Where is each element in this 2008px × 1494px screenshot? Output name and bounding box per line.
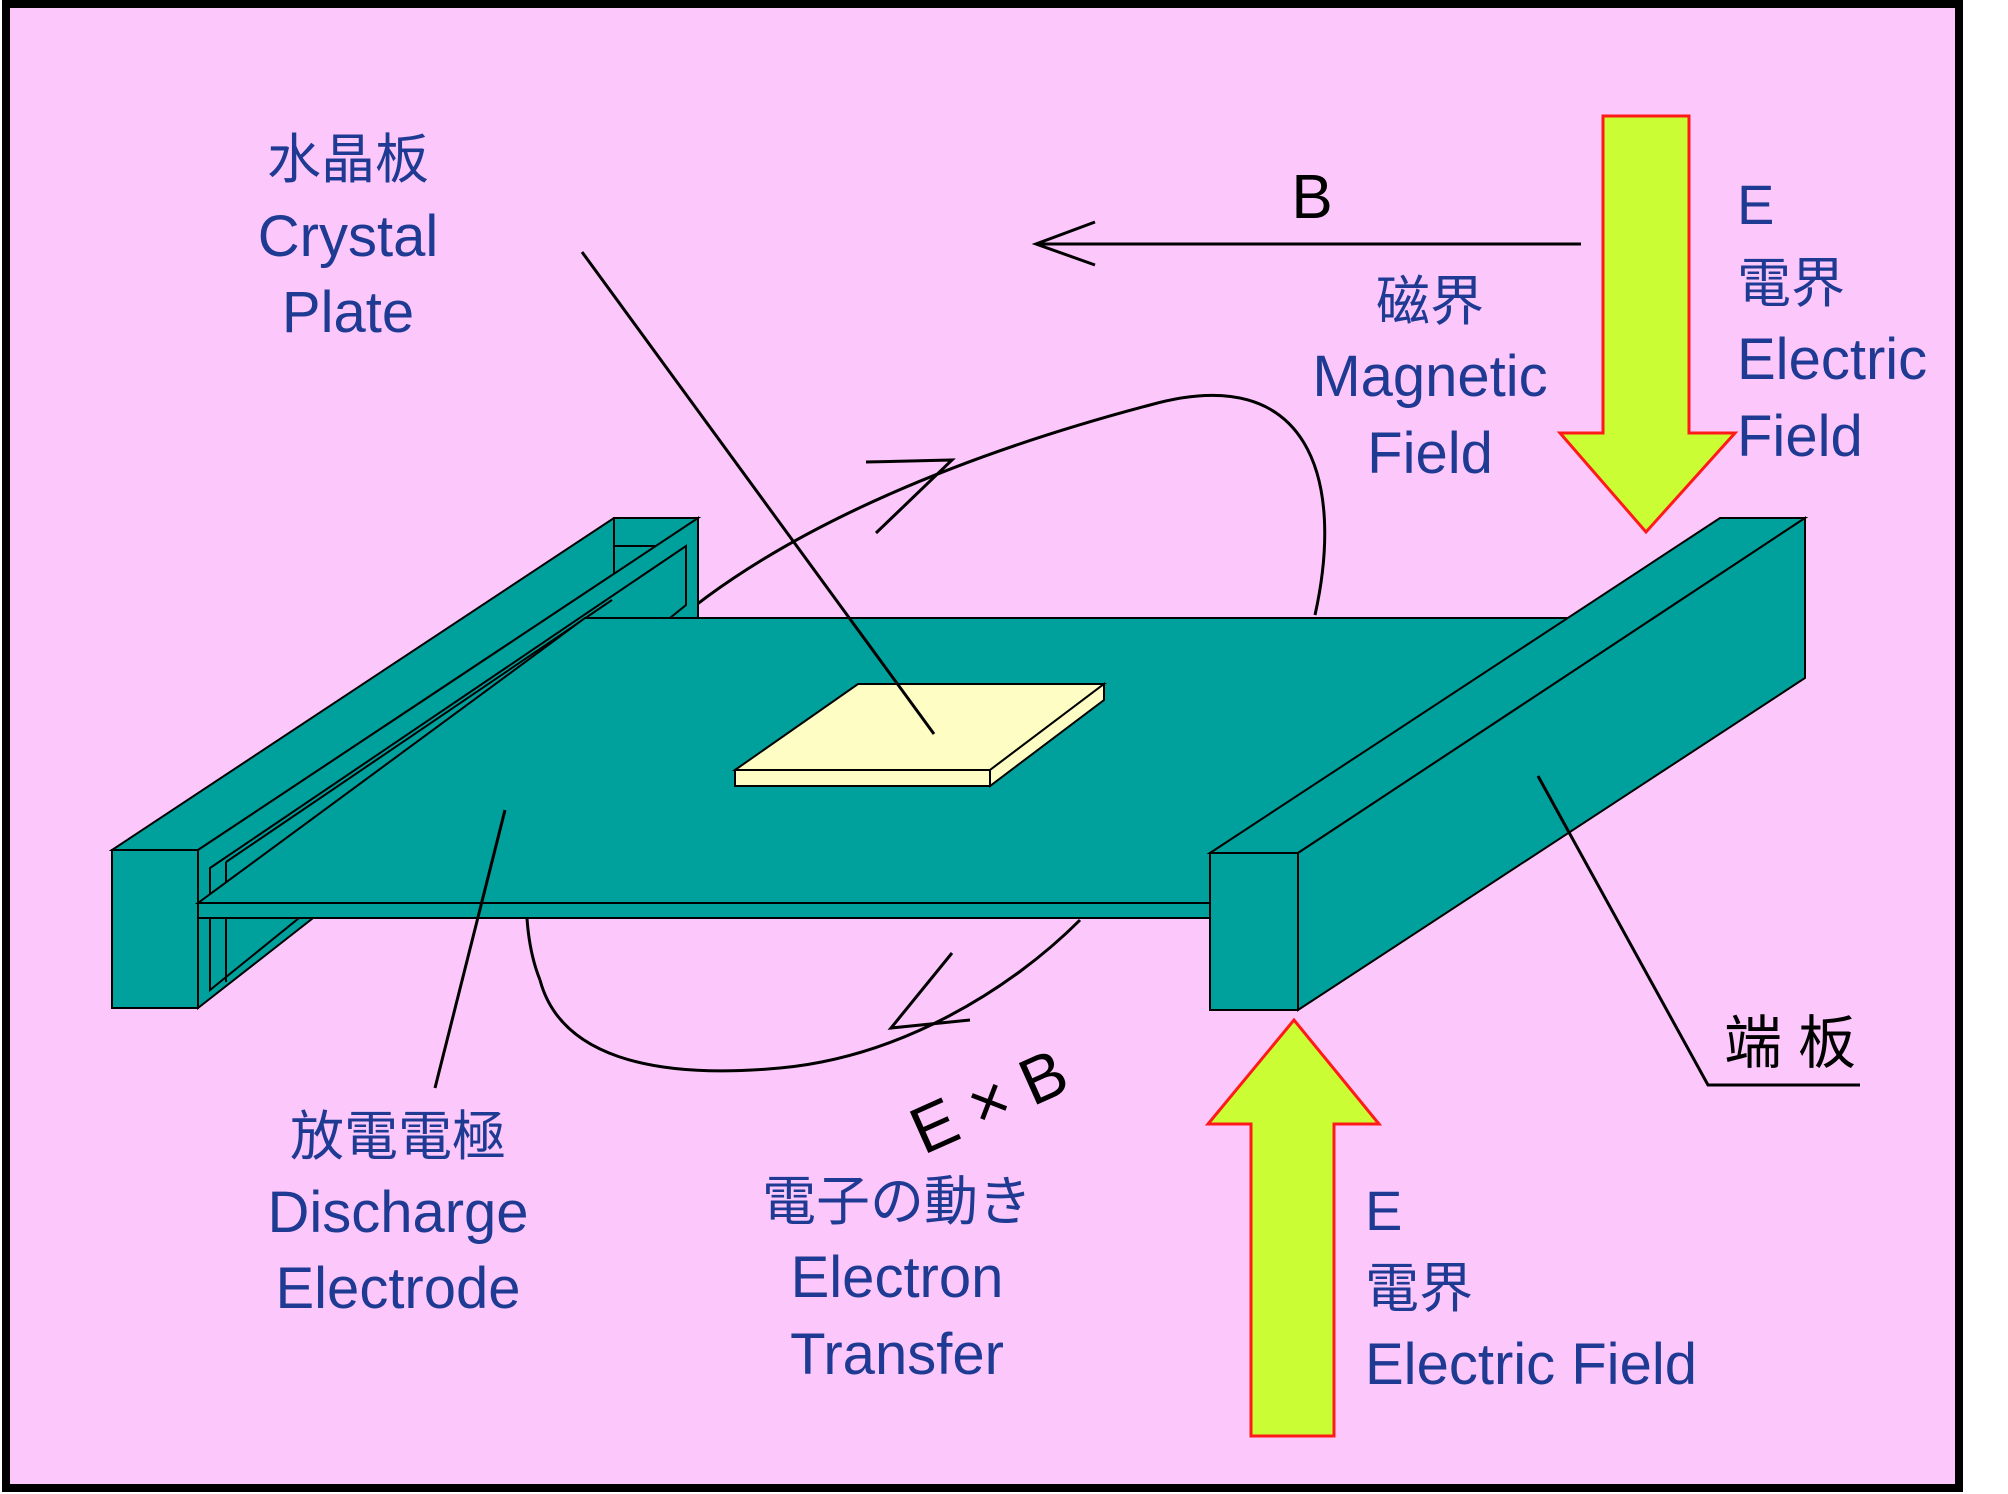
end-plate-label: 端 板 bbox=[1724, 1011, 1856, 1076]
magnetic-label-en1: Magnetic bbox=[1312, 344, 1547, 409]
discharge-leader-line bbox=[433, 809, 507, 1089]
magnetic-field-arrow bbox=[1031, 220, 1581, 267]
end-plate bbox=[1206, 516, 1809, 1012]
electric-field-arrow-top bbox=[1556, 114, 1739, 535]
end-plate-leader-line bbox=[1536, 775, 1860, 1087]
magnetic-label-en2: Field bbox=[1367, 421, 1493, 486]
electric-top-label-en2: Field bbox=[1737, 404, 1863, 469]
orbit-arrowhead-top bbox=[865, 458, 956, 535]
electric-bottom-label-jp: 電界 bbox=[1365, 1259, 1473, 1319]
electric-field-arrow-bottom bbox=[1204, 1017, 1383, 1438]
electron-orbit-front bbox=[538, 458, 1082, 1073]
electric-top-label-en1: Electric bbox=[1737, 327, 1927, 392]
electron-label-en2: Transfer bbox=[790, 1322, 1004, 1387]
electric-top-label-jp: 電界 bbox=[1737, 254, 1845, 314]
crystal-label-jp: 水晶板 bbox=[267, 130, 429, 190]
electric-bottom-symbol: E bbox=[1365, 1179, 1402, 1242]
electric-bottom-label-en: Electric Field bbox=[1365, 1332, 1697, 1397]
electric-top-symbol: E bbox=[1737, 173, 1774, 236]
electron-label-jp: 電子の動き bbox=[762, 1172, 1032, 1232]
electron-label-en1: Electron bbox=[791, 1245, 1004, 1310]
orbit-arrowhead-bottom bbox=[887, 952, 971, 1030]
discharge-label-jp: 放電電極 bbox=[290, 1107, 506, 1167]
magnetic-label-jp: 磁界 bbox=[1376, 272, 1484, 332]
leader-lines bbox=[433, 251, 1860, 1089]
crystal-leader-line bbox=[580, 251, 936, 735]
crystal-plate bbox=[731, 681, 1107, 789]
crystal-label-en2: Plate bbox=[282, 280, 414, 345]
magnetic-symbol: B bbox=[1291, 163, 1332, 232]
discharge-label-en2: Electrode bbox=[275, 1256, 520, 1321]
crystal-label-en1: Crystal bbox=[258, 204, 438, 269]
discharge-label-en1: Discharge bbox=[267, 1180, 528, 1245]
